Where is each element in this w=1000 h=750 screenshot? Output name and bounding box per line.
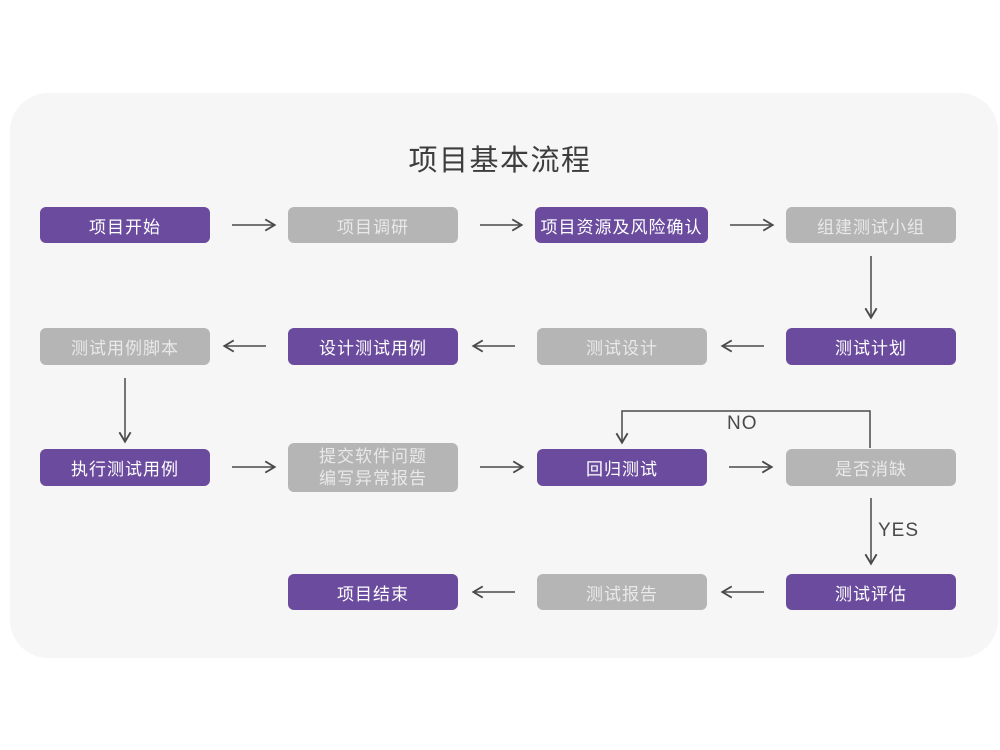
flow-node-label-line2: 编写异常报告: [319, 468, 427, 488]
branch-label-no: NO: [727, 413, 758, 434]
flow-node-project-research: 项目调研: [288, 207, 458, 243]
flow-node-project-end: 项目结束: [288, 574, 458, 610]
flow-node-defect-cleared-check: 是否消缺: [786, 449, 956, 486]
flow-node-regression-test: 回归测试: [537, 449, 707, 486]
branch-label-yes: YES: [878, 520, 920, 541]
flow-node-test-evaluation: 测试评估: [786, 574, 956, 610]
flow-node-test-report: 测试报告: [537, 574, 707, 610]
flowchart-card: [10, 93, 998, 658]
flow-node-project-start: 项目开始: [40, 207, 210, 243]
flow-node-label-line1: 提交软件问题: [319, 446, 427, 466]
flow-node-execute-test-cases: 执行测试用例: [40, 449, 210, 486]
flow-node-test-plan: 测试计划: [786, 328, 956, 365]
flow-node-build-test-team: 组建测试小组: [786, 207, 956, 243]
flow-node-design-test-cases: 设计测试用例: [288, 328, 458, 365]
flow-node-test-case-script: 测试用例脚本: [40, 328, 210, 365]
flow-node-resource-risk-confirm: 项目资源及风险确认: [535, 207, 708, 243]
flow-node-test-design: 测试设计: [537, 328, 707, 365]
flow-node-submit-issues-report: 提交软件问题 编写异常报告: [288, 443, 458, 492]
diagram-title: 项目基本流程: [408, 145, 592, 177]
